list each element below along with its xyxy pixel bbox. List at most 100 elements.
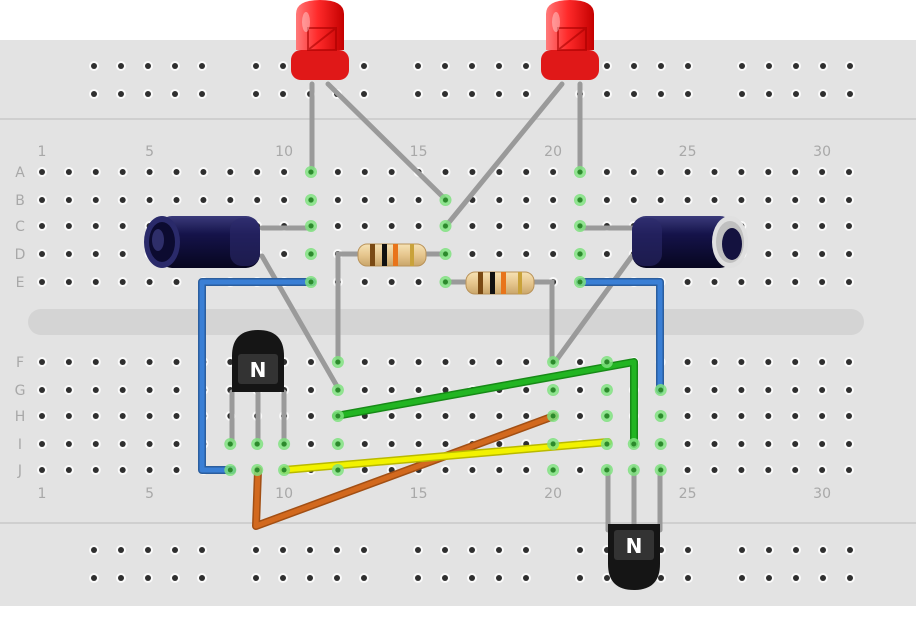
rail-hole bbox=[415, 547, 421, 553]
led-left[interactable] bbox=[291, 0, 349, 80]
hole bbox=[469, 223, 476, 229]
rail-hole bbox=[199, 547, 205, 553]
column-label: 15 bbox=[410, 486, 428, 502]
active-hole-center bbox=[577, 169, 583, 175]
wire-blue-left[interactable] bbox=[199, 279, 315, 473]
hole bbox=[792, 359, 799, 365]
active-hole-center bbox=[577, 197, 583, 203]
transistor-left-label: N bbox=[250, 358, 267, 382]
rail-hole bbox=[496, 91, 502, 97]
active-hole-center bbox=[335, 359, 341, 365]
hole bbox=[738, 359, 745, 365]
hole bbox=[603, 251, 610, 257]
hole bbox=[361, 387, 368, 393]
hole bbox=[119, 223, 126, 229]
hole bbox=[792, 197, 799, 203]
resistor-right[interactable] bbox=[465, 271, 535, 295]
rail-hole bbox=[280, 547, 286, 553]
capacitor-left[interactable] bbox=[144, 216, 260, 268]
hole bbox=[361, 359, 368, 365]
hole bbox=[173, 197, 180, 203]
hole bbox=[765, 467, 772, 473]
hole bbox=[173, 441, 180, 447]
hole bbox=[173, 279, 180, 285]
resistor-left[interactable] bbox=[357, 243, 427, 267]
wire-green[interactable] bbox=[333, 359, 637, 447]
hole bbox=[388, 441, 395, 447]
hole bbox=[415, 223, 422, 229]
transistor-left[interactable]: N bbox=[232, 330, 284, 392]
hole bbox=[603, 197, 610, 203]
hole bbox=[819, 359, 826, 365]
rail-hole bbox=[91, 63, 97, 69]
hole bbox=[227, 359, 234, 365]
hole bbox=[65, 197, 72, 203]
rail-hole bbox=[145, 575, 151, 581]
active-hole-center bbox=[658, 413, 664, 419]
row-label: C bbox=[15, 219, 25, 235]
hole bbox=[711, 441, 718, 447]
hole bbox=[819, 387, 826, 393]
hole bbox=[738, 441, 745, 447]
rail-hole bbox=[199, 91, 205, 97]
hole bbox=[39, 467, 45, 473]
hole bbox=[173, 359, 180, 365]
hole bbox=[550, 223, 557, 229]
hole bbox=[819, 223, 826, 229]
rail-hole bbox=[172, 63, 178, 69]
hole bbox=[765, 251, 772, 257]
hole bbox=[200, 169, 207, 175]
hole bbox=[523, 387, 530, 393]
hole bbox=[415, 441, 422, 447]
rail-hole bbox=[523, 547, 529, 553]
rail-hole bbox=[118, 91, 124, 97]
active-hole-center bbox=[658, 387, 664, 393]
row-label: G bbox=[15, 383, 26, 399]
column-label: 15 bbox=[410, 144, 428, 160]
hole bbox=[792, 251, 799, 257]
hole bbox=[765, 387, 772, 393]
rail-hole bbox=[415, 91, 421, 97]
hole bbox=[738, 387, 745, 393]
hole bbox=[119, 387, 126, 393]
cap-right-lead-2 bbox=[552, 253, 635, 365]
hole bbox=[523, 223, 530, 229]
hole bbox=[361, 279, 368, 285]
transistor-right[interactable]: N bbox=[608, 524, 660, 590]
rail-hole bbox=[766, 91, 772, 97]
hole bbox=[361, 197, 368, 203]
led-left-lead-2 bbox=[325, 81, 449, 203]
hole bbox=[792, 413, 799, 419]
rail-hole bbox=[820, 63, 826, 69]
hole bbox=[603, 169, 610, 175]
hole bbox=[846, 413, 852, 419]
wire-blue-right[interactable] bbox=[577, 279, 663, 393]
rail-hole bbox=[334, 575, 340, 581]
hole bbox=[765, 197, 772, 203]
led-right[interactable] bbox=[541, 0, 599, 80]
rail-hole bbox=[685, 91, 691, 97]
hole bbox=[65, 467, 72, 473]
active-hole-center bbox=[577, 223, 583, 229]
hole bbox=[684, 169, 691, 175]
hole bbox=[846, 467, 852, 473]
capacitor-right[interactable] bbox=[632, 216, 748, 268]
rail-hole bbox=[820, 91, 826, 97]
hole bbox=[469, 467, 476, 473]
hole bbox=[281, 169, 288, 175]
hole bbox=[846, 441, 852, 447]
rail-hole bbox=[145, 91, 151, 97]
rail-hole bbox=[253, 575, 259, 581]
hole bbox=[92, 359, 99, 365]
hole bbox=[846, 251, 852, 257]
rail-hole bbox=[91, 547, 97, 553]
hole bbox=[765, 169, 772, 175]
hole bbox=[765, 359, 772, 365]
hole bbox=[308, 387, 314, 393]
rail-hole bbox=[361, 91, 367, 97]
rail-hole bbox=[793, 547, 799, 553]
hole bbox=[496, 197, 503, 203]
hole bbox=[39, 251, 45, 257]
hole bbox=[684, 359, 691, 365]
